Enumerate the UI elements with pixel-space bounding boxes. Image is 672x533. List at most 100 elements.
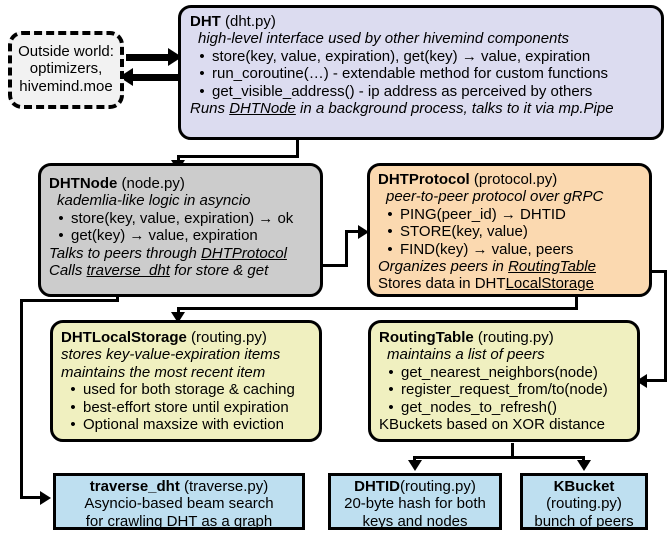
bullet-dot-icon: • [199, 65, 205, 83]
dhtid-header: DHTID(routing.py) [337, 478, 493, 495]
connector-node-to-traverse-h1 [20, 299, 119, 302]
node-routingtable[interactable]: RoutingTable (routing.py) maintains a li… [368, 320, 640, 442]
node-dhtlocalstorage[interactable]: DHTLocalStorage (routing.py) stores key-… [50, 320, 322, 442]
connector-protocol-to-storage-h [177, 307, 578, 310]
connector-node-to-protocol-arrow [358, 225, 369, 239]
routingtable-bullet-2-text: get_nodes_to_refresh() [401, 398, 557, 416]
dhtnode-bullet-1: •get(key) → value, expiration [49, 227, 314, 244]
connector-routing-to-kbucket-arrow [577, 460, 591, 471]
dhtprotocol-bullet-0: •PING(peer_id) → DHTID [378, 206, 643, 223]
bullet-dot-icon: • [199, 47, 205, 65]
dht-subtitle: high-level interface used by other hivem… [198, 30, 570, 48]
connector-protocol-to-storage-v1 [575, 295, 578, 310]
dht-bullet-2: •get_visible_address() - ip address as p… [190, 83, 655, 100]
routingtable-bullet-2: • get_nodes_to_refresh() [379, 399, 631, 416]
routingtable-bullet-0-text: get_nearest_neighbors(node) [401, 363, 598, 381]
routingtable-module: (routing.py) [477, 329, 554, 346]
bullet-dot-icon: • [58, 227, 64, 245]
dhtlocalstorage-header: DHTLocalStorage (routing.py) [61, 329, 313, 346]
connector-routing-to-kbucket-v [582, 456, 585, 462]
dhtprotocol-footer2: Stores data in DHTLocalStorage [378, 275, 643, 292]
dhtnode-footer2-pre: Calls [49, 261, 87, 279]
dhtid-line2: 20-byte hash for both [344, 495, 486, 513]
dhtlocalstorage-subtitle2: maintains the most recent item [61, 363, 266, 381]
node-dhtid[interactable]: DHTID(routing.py) 20-byte hash for both … [328, 473, 502, 530]
dhtnode-subtitle: kademlia-like logic in asyncio [57, 192, 251, 210]
connector-node-to-traverse-arrow [40, 491, 51, 505]
connector-outside-to-dht-shaft [126, 54, 170, 61]
dhtid-module: (routing.py) [399, 478, 476, 495]
bullet-dot-icon: • [388, 381, 394, 399]
connector-protocol-to-routing-h2 [645, 379, 667, 382]
routingtable-header: RoutingTable (routing.py) [379, 329, 631, 346]
dhtlocalstorage-title: DHTLocalStorage [61, 329, 187, 346]
connector-routing-split-v [511, 443, 514, 459]
dht-header: DHT (dht.py) [190, 13, 655, 30]
connector-protocol-to-routing-h1 [645, 270, 667, 273]
dhtprotocol-bullet-1-text: STORE(key, value) [400, 223, 528, 241]
bullet-dot-icon: • [388, 363, 394, 381]
dht-bullet-1-text: run_coroutine(…) - extendable method for… [212, 65, 609, 83]
node-dht[interactable]: DHT (dht.py) high-level interface used b… [178, 5, 664, 140]
dht-bullet-0: • store(key, value, expiration), get(key)… [190, 48, 655, 65]
kbucket-title: KBucket [553, 478, 615, 495]
connector-node-to-traverse-v2 [20, 299, 23, 499]
dhtnode-footer2: Calls traverse_dht for store & get [49, 262, 314, 279]
connector-dht-to-node-h [177, 155, 299, 158]
connector-protocol-to-routing-v [664, 270, 667, 382]
node-dhtprotocol[interactable]: DHTProtocol (protocol.py) peer-to-peer p… [367, 163, 652, 297]
dhtlocalstorage-bullet-2-text: Optional maxsize with eviction [83, 415, 284, 433]
connector-routing-split-h [413, 456, 585, 459]
connector-node-to-protocol-v [345, 230, 348, 267]
dhtprotocol-footer1-link-routingtable[interactable]: RoutingTable [508, 257, 596, 275]
dhtlocalstorage-bullet-0: • used for both storage & caching [61, 381, 313, 398]
dhtlocalstorage-module: (routing.py) [191, 329, 267, 346]
dhtprotocol-bullet-0-text: PING(peer_id) → DHTID [400, 205, 566, 223]
dhtid-title: DHTID [354, 478, 400, 495]
connector-node-to-traverse-h2 [20, 496, 43, 499]
connector-dht-to-node-v1 [296, 138, 299, 157]
kbucket-line3: bunch of peers [534, 512, 634, 530]
dhtlocalstorage-bullet-2: • Optional maxsize with eviction [61, 416, 313, 433]
dhtprotocol-footer2-link-localstorage[interactable]: LocalStorage [505, 275, 594, 293]
node-traverse-dht[interactable]: traverse_dht (traverse.py) Asyncio-based… [53, 473, 305, 530]
dhtnode-bullet-0: •store(key, value, expiration) → ok [49, 210, 314, 227]
dht-footer-link-dhtnode[interactable]: DHTNode [229, 99, 296, 117]
dhtlocalstorage-bullet-0-text: used for both storage & caching [83, 381, 295, 399]
dht-footer-post: in a background process, talks to it via… [295, 99, 614, 117]
node-outside-world[interactable]: Outside world: optimizers, hivemind.moe [8, 31, 124, 109]
bullet-dot-icon: • [70, 381, 76, 399]
bullet-dot-icon: • [388, 398, 394, 416]
kbucket-header: KBucket [529, 478, 639, 495]
dhtprotocol-bullet-2-text: FIND(key) → value, peers [400, 240, 574, 258]
dhtprotocol-header: DHTProtocol (protocol.py) [378, 171, 643, 188]
node-dhtnode[interactable]: DHTNode (node.py) kademlia-like logic in… [38, 163, 323, 297]
dhtprotocol-bullet-1: • STORE(key, value) [378, 223, 643, 240]
dhtlocalstorage-bullet-1: •best-effort store until expiration [61, 399, 313, 416]
kbucket-module: (routing.py) [546, 495, 622, 513]
connector-dht-to-outside-shaft [132, 74, 178, 81]
dhtnode-footer2-link-traverse[interactable]: traverse_dht [86, 261, 170, 279]
node-kbucket[interactable]: KBucket (routing.py) bunch of peers [520, 473, 648, 530]
dhtnode-footer1-link-protocol[interactable]: DHTProtocol [201, 244, 287, 262]
routingtable-bullet-0: • get_nearest_neighbors(node) [379, 364, 631, 381]
dhtprotocol-subtitle: peer-to-peer protocol over gRPC [386, 188, 604, 206]
routingtable-footer: KBuckets based on XOR distance [379, 415, 605, 433]
bullet-dot-icon: • [387, 223, 393, 241]
dhtprotocol-footer1: Organizes peers in RoutingTable [378, 258, 643, 275]
dhtprotocol-module: (protocol.py) [473, 171, 558, 188]
connector-protocol-to-routing-arrow [636, 374, 647, 388]
outside-world-line3: hivemind.moe [19, 77, 113, 95]
dhtlocalstorage-subtitle1: stores key-value-expiration items [61, 346, 281, 364]
dhtnode-footer1: Talks to peers through DHTProtocol [49, 245, 314, 262]
connector-dht-to-node-v2 [177, 155, 180, 164]
bullet-dot-icon: • [70, 415, 76, 433]
dhtprotocol-bullet-2: • FIND(key) → value, peers [378, 241, 643, 258]
dht-bullet-1: • run_coroutine(…) - extendable method fo… [190, 65, 655, 82]
traverse-dht-line3: for crawling DHT as a graph [85, 512, 273, 530]
traverse-dht-line2: Asyncio-based beam search [84, 495, 274, 513]
bullet-dot-icon: • [387, 240, 393, 258]
bullet-dot-icon: • [70, 398, 76, 416]
dhtprotocol-footer2-pre: Stores data in DHT [378, 275, 506, 293]
dht-bullet-0-text: store(key, value, expiration), get(key) … [212, 47, 591, 65]
